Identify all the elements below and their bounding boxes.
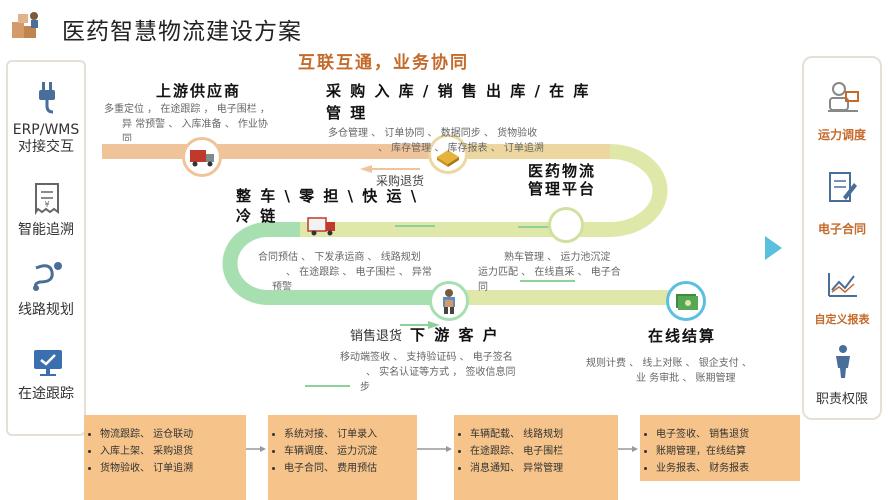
- left-item-route-label: 线路规划: [18, 302, 74, 318]
- contract-icon: [826, 170, 860, 206]
- plug-icon: [34, 80, 60, 114]
- list-item: 在途跟踪、 电子围栏: [470, 444, 618, 460]
- delivery-man-icon: [443, 289, 455, 314]
- dispatcher-icon: [826, 80, 860, 114]
- list-item: 系统对接、 订单录入: [284, 427, 417, 443]
- page-title: 医药智慧物流建设方案: [62, 19, 302, 45]
- receipt-icon: ¥: [32, 182, 62, 216]
- right-item-contract-label: 电子合同: [817, 222, 866, 236]
- warehouse-node: [428, 134, 468, 174]
- right-item-report-label: 自定义报表: [814, 313, 870, 326]
- platform-node: [548, 207, 584, 243]
- truck-icon: [307, 217, 335, 236]
- list-item: 货物验收、 订单追溯: [100, 461, 246, 477]
- list-item: 电子合同、 费用预估: [284, 461, 417, 477]
- upstream-desc: 多重定位 ， 在途跟踪 ， 电子围栏 ， 异 常预警 、 入库准备 、 作业协 …: [104, 104, 270, 141]
- list-item: 入库上架、 采购退货: [100, 444, 246, 460]
- vehicle-title: 整 车 \ 零 担 \ 快 运 \ 冷 链: [236, 187, 419, 225]
- bottom-box-2: 系统对接、 订单录入 车辆调度、 运力沉淀 电子合同、 费用预估: [268, 415, 417, 500]
- return-arrow-icon: [360, 165, 372, 173]
- list-item: 消息通知、 异常管理: [470, 461, 618, 477]
- list-item: 账期管理，在线结算: [656, 444, 800, 460]
- upstream-title: 上游供应商: [156, 82, 242, 100]
- purchase-title: 采 购 入 库 / 销 售 出 库 / 在 库 管 理: [326, 82, 591, 122]
- list-item: 车辆调度、 运力沉淀: [284, 444, 417, 460]
- right-feature-panel: 运力调度 电子合同 自定义报表 职责权限: [802, 56, 882, 420]
- list-item: 物流跟踪、 运仓联动: [100, 427, 246, 443]
- left-item-trace-label: 智能追溯: [18, 222, 74, 238]
- warehouse-icon: [437, 150, 459, 167]
- list-item: 业务报表、 财务报表: [656, 461, 800, 477]
- person-icon: [832, 344, 854, 380]
- svg-text:¥: ¥: [44, 200, 49, 209]
- chart-icon: [826, 270, 860, 300]
- left-feature-panel: ERP/WMS对接交互 ¥ 智能追溯 线路规划 在途跟踪: [6, 60, 86, 436]
- purchase-return-label: 采购退货: [376, 174, 425, 188]
- vehicle-node: [305, 212, 339, 242]
- continue-arrow-icon: [765, 236, 782, 260]
- left-item-erp-label: ERP/WMS对接交互: [12, 122, 80, 155]
- right-item-dispatch-label: 运力调度: [817, 128, 866, 142]
- vehicle-desc: 合同预估 、 下发承运商 、 线路规划 、 在途跟踪 、 电子围栏 、 异常 预…: [258, 252, 432, 290]
- right-item-permission-label: 职责权限: [815, 392, 868, 407]
- sales-return-label: 销售退货: [350, 329, 403, 344]
- downstream-node: [429, 281, 469, 321]
- bottom-box-3: 车辆配载、 线路规划 在途跟踪、 电子围栏 消息通知、 异常管理: [454, 415, 618, 500]
- route-icon: [30, 260, 64, 292]
- settlement-node: [666, 281, 706, 321]
- platform-desc: 熟车管理 、 运力池沉淀 运力匹配 、 在线直采 、 电子合 同: [478, 252, 621, 293]
- logo-icon: [10, 8, 44, 42]
- upstream-truck-node: [182, 137, 222, 177]
- yellow-flow-curve: [609, 144, 668, 237]
- settlement-desc: 规则计费 、 线上对账 、 银企支付 、 业 务审批 、 账期管理: [586, 358, 752, 384]
- list-item: 电子签收、 销售退货: [656, 427, 800, 443]
- downstream-title: 下 游 客 户: [410, 326, 500, 344]
- page-subtitle: 互联互通，业务协同: [298, 53, 469, 73]
- left-item-tracking-label: 在途跟踪: [18, 386, 74, 402]
- monitor-icon: [32, 348, 64, 378]
- truck-icon: [190, 150, 214, 167]
- bottom-box-1: 物流跟踪、 运仓联动 入库上架、 采购退货 货物验收、 订单追溯: [84, 415, 246, 500]
- downstream-desc: 移动端签收 、 支持验证码 、 电子签名 、 实名认证等方式 ， 签收信息同 步: [340, 352, 516, 393]
- list-item: 车辆配载、 线路规划: [470, 427, 618, 443]
- settlement-title: 在线结算: [648, 327, 717, 345]
- green-flow-band-bottom: [268, 290, 444, 305]
- bottom-box-4: 电子签收、 销售退货 账期管理，在线结算 业务报表、 财务报表: [640, 415, 800, 481]
- purchase-desc: 多仓管理 、 订单协同 、 数据同步 、 货物验收 、 库存管理 、 库存报表 …: [328, 128, 544, 154]
- money-icon: [676, 294, 698, 310]
- platform-title: 医药物流 管理平台: [528, 162, 597, 198]
